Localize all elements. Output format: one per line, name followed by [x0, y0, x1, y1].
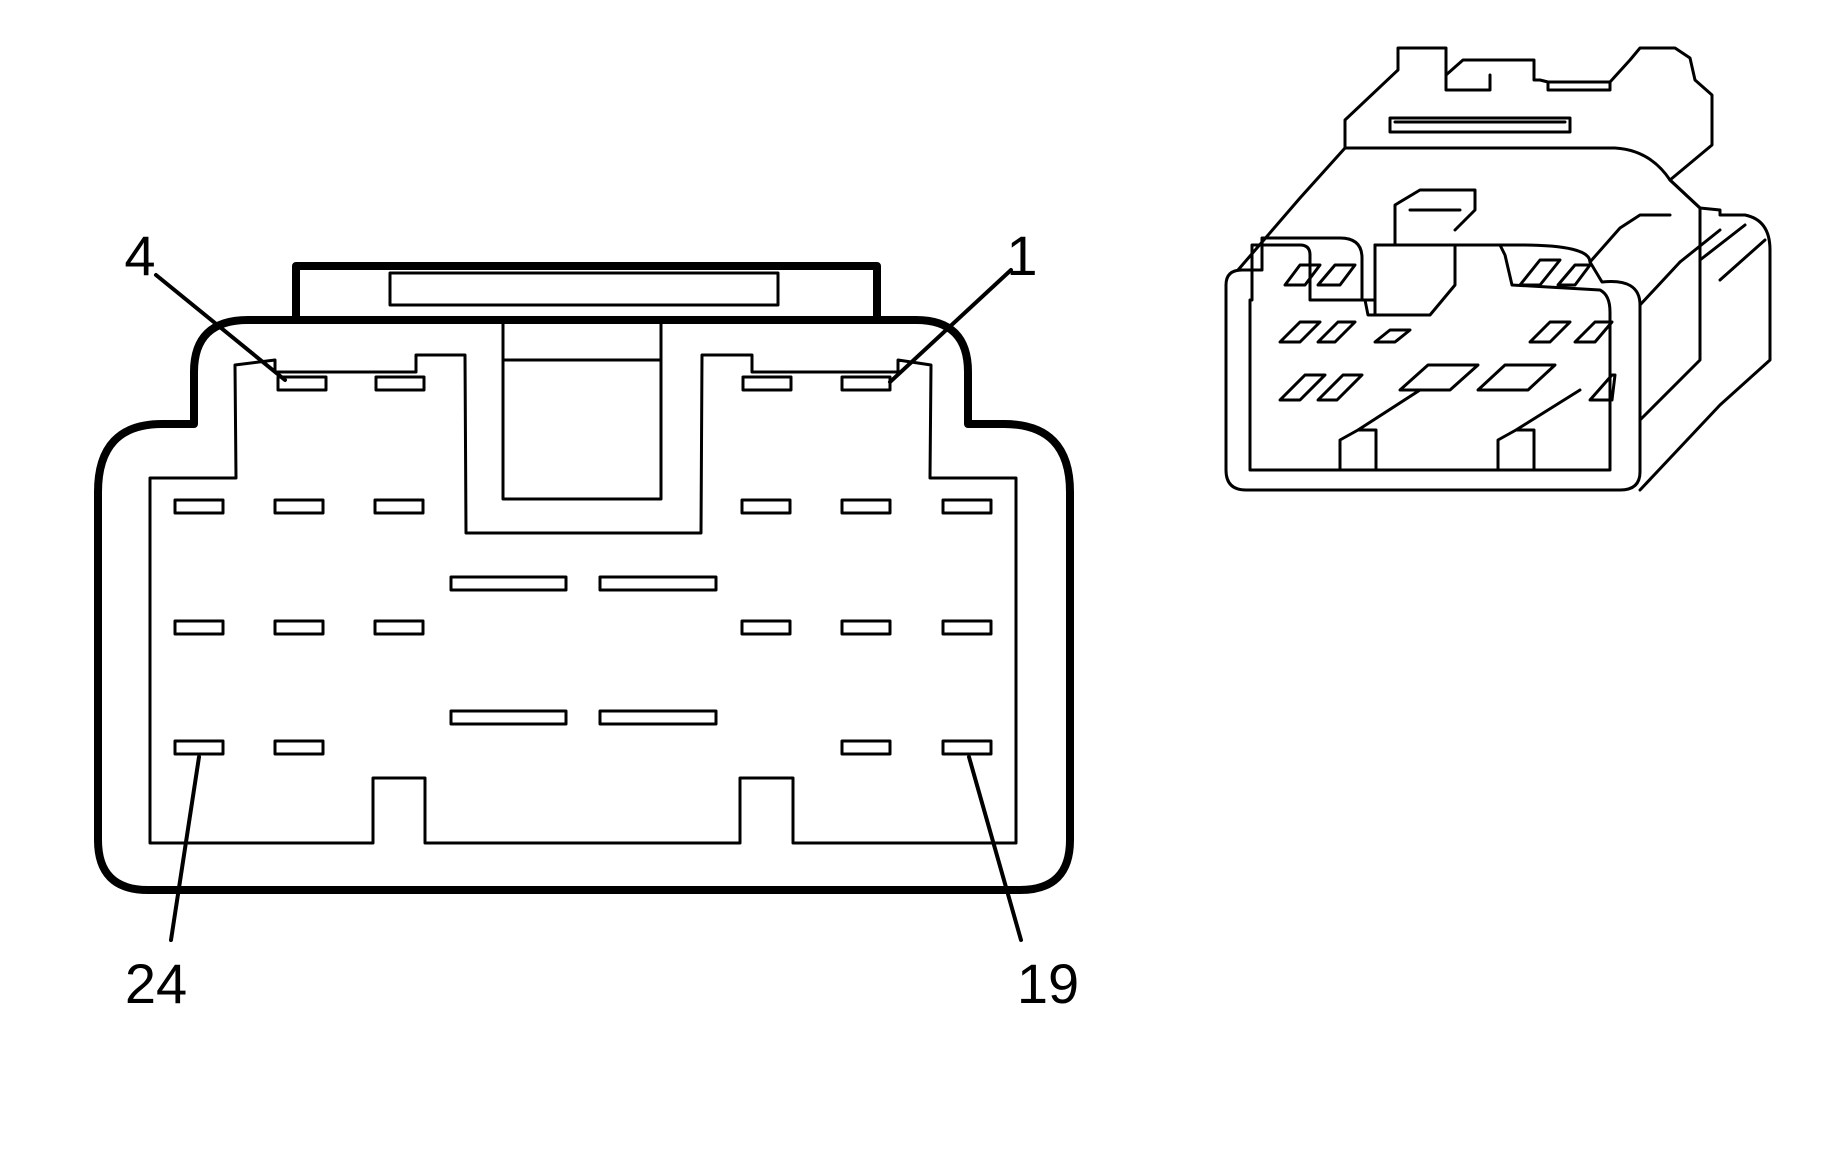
- leader-pin-4: [154, 273, 287, 382]
- iso-center-key: [1373, 188, 1477, 317]
- pin-label-19: 19: [1017, 952, 1079, 1015]
- pin-label-24: 24: [125, 952, 187, 1015]
- leader-pin-24: [169, 755, 201, 942]
- terminal-cavities: [173, 375, 993, 756]
- housing-outline: [94, 316, 1074, 894]
- iso-latch-window: [1388, 116, 1572, 134]
- iso-bottom-ribs: [1338, 388, 1582, 472]
- pin-label-1: 1: [1006, 224, 1037, 287]
- connector-face-view: [94, 262, 1074, 942]
- iso-top-housing: [1236, 146, 1772, 492]
- iso-top-edge: [1588, 178, 1702, 422]
- iso-side-ridges: [1678, 223, 1767, 282]
- inner-face-outline: [148, 353, 1018, 845]
- latch-tab: [292, 262, 881, 324]
- iso-latch-notch: [1444, 73, 1612, 92]
- iso-latch: [1343, 46, 1714, 182]
- pin-label-4: 4: [124, 224, 155, 287]
- leader-lines: [154, 268, 1023, 942]
- connector-isometric-view: [1224, 46, 1772, 492]
- center-key: [501, 318, 663, 501]
- iso-front-inner: [1248, 243, 1612, 472]
- latch-window: [388, 271, 780, 307]
- leader-pin-19: [967, 755, 1023, 942]
- leader-pin-1: [888, 268, 1013, 384]
- iso-terminal-slots: [1278, 258, 1617, 402]
